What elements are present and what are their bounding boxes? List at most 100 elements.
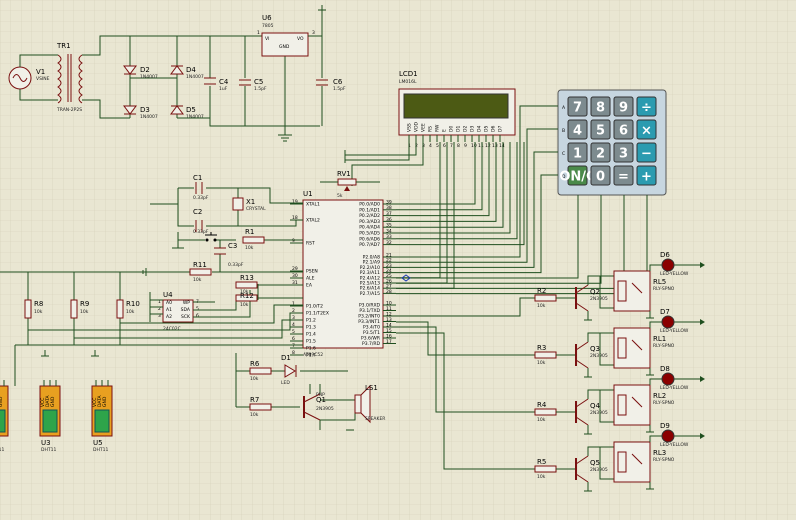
keypad-key[interactable] bbox=[567, 119, 588, 140]
u1-pin-num: 16 bbox=[386, 333, 392, 339]
keypad-key[interactable] bbox=[567, 165, 588, 186]
resistor-r1[interactable]: R1 10k bbox=[242, 228, 265, 251]
v1-ref: V1 bbox=[36, 68, 45, 76]
relay-transistor-ref: Q5 bbox=[590, 459, 600, 467]
relay-led-value: LED-YELLOW bbox=[660, 271, 689, 277]
keypad-key[interactable] bbox=[636, 142, 657, 163]
diode-d3[interactable]: D3 1N4007 bbox=[123, 105, 158, 120]
u4-value: 24C02C bbox=[163, 326, 181, 332]
u1-pin-name: P1.7 bbox=[306, 353, 316, 359]
dht-sensor-u2[interactable]: VCCDATAGNDU2DHT11 bbox=[0, 380, 9, 453]
keypad-key[interactable] bbox=[590, 119, 611, 140]
r13-value: 10k bbox=[240, 289, 249, 295]
u1-pin-name: P1.5 bbox=[306, 339, 316, 345]
keypad-key[interactable] bbox=[590, 165, 611, 186]
dht-pin-label: DATA bbox=[45, 394, 51, 407]
lcd-module[interactable]: LCD1 LM016L VSS1VDD2VEE3RS4RW5E6D07D18D2… bbox=[398, 70, 516, 149]
capacitor-c3[interactable]: C3 0.33pF bbox=[214, 242, 244, 268]
resistor-r11[interactable]: R11 10k bbox=[189, 261, 212, 283]
keypad-key[interactable] bbox=[613, 96, 634, 117]
relay-value: RLY-SPNO bbox=[653, 457, 675, 463]
dht-value: DHT11 bbox=[41, 447, 56, 453]
r1-ref: R1 bbox=[245, 228, 254, 236]
speaker-ls1[interactable]: LS1 SPEAKER bbox=[354, 384, 385, 424]
microcontroller-u1[interactable]: U1 AT89C52 XTAL119XTAL218RST9PSEN29ALE30… bbox=[290, 190, 396, 359]
keypad-key-label: 9 bbox=[619, 101, 628, 116]
keypad-key[interactable] bbox=[613, 119, 634, 140]
resistor-r10[interactable]: R10 10k bbox=[116, 299, 140, 319]
u4-pin-num: 1 bbox=[158, 299, 161, 305]
u4-pin-num: 2 bbox=[158, 306, 161, 312]
relay-led-value: LED-YELLOW bbox=[660, 385, 689, 391]
capacitor-c2[interactable]: C2 0.33pF bbox=[193, 208, 209, 235]
transistor-q1[interactable]: Q1 PNP 2N3905 bbox=[303, 392, 334, 421]
led-d1[interactable]: D1 LED bbox=[281, 354, 297, 386]
u1-pin-num: 30 bbox=[292, 273, 298, 279]
keypad-key[interactable] bbox=[636, 119, 657, 140]
keypad-key[interactable] bbox=[636, 165, 657, 186]
crystal-x1[interactable]: X1 CRYSTAL bbox=[232, 197, 266, 212]
u1-pin-num: 5 bbox=[292, 329, 295, 335]
keypad-key[interactable] bbox=[613, 165, 634, 186]
capacitor-c1[interactable]: C1 0.33pF bbox=[193, 174, 209, 201]
reset-button[interactable] bbox=[205, 232, 217, 242]
r8-value: 10k bbox=[34, 309, 43, 315]
r6-value: 10k bbox=[250, 376, 259, 382]
lcd-pin-number: 10 bbox=[471, 143, 477, 149]
resistor-r13[interactable]: R13 10k bbox=[235, 274, 258, 295]
u1-pin-name: P2.5/A13 bbox=[360, 281, 380, 287]
lcd-pin-number: 11 bbox=[478, 143, 484, 149]
x1-value: CRYSTAL bbox=[246, 206, 266, 212]
resistor-r9[interactable]: R9 10k bbox=[70, 299, 89, 319]
u1-pin-name: P0.4/AD4 bbox=[359, 225, 380, 231]
relay-resistor-value: 10k bbox=[537, 417, 546, 423]
keypad-key[interactable] bbox=[567, 142, 588, 163]
keypad-key[interactable] bbox=[567, 96, 588, 117]
lcd-pin-number: 8 bbox=[457, 143, 460, 149]
capacitor-c4[interactable]: C4 1uF bbox=[204, 77, 229, 92]
u1-pin-num: 8 bbox=[292, 350, 295, 356]
keypad-key[interactable] bbox=[636, 96, 657, 117]
diode-d4[interactable]: D4 1N4007 bbox=[170, 65, 204, 80]
capacitor-c6[interactable]: C6 1.5pF bbox=[316, 78, 346, 92]
resistor-r12[interactable]: R12 10k bbox=[235, 292, 258, 308]
resistor-r7[interactable]: R7 10k bbox=[249, 396, 272, 418]
keypad-key-label: ÷ bbox=[641, 101, 652, 116]
regulator-u6[interactable]: VI VO GND 1 3 U6 7805 bbox=[257, 14, 315, 57]
lcd-pin-number: 12 bbox=[485, 143, 491, 149]
dht-pin-label: GND bbox=[102, 396, 108, 407]
keypad-key[interactable] bbox=[590, 96, 611, 117]
transformer-tr1[interactable]: TR1 TRAN-2P2S bbox=[56, 42, 83, 113]
capacitor-c5[interactable]: C5 1.5pF bbox=[239, 78, 267, 92]
keypad-key[interactable] bbox=[613, 142, 634, 163]
lcd-pin-label: D5 bbox=[484, 126, 490, 132]
lcd-pin-label: RW bbox=[435, 124, 441, 132]
relay-resistor-ref: R5 bbox=[537, 458, 546, 466]
keypad-col-wire bbox=[396, 205, 579, 279]
diode-d5[interactable]: D5 1N4007 bbox=[170, 105, 204, 120]
resistor-r6[interactable]: R6 10k bbox=[249, 360, 272, 382]
lcd1-value: LM016L bbox=[399, 79, 417, 85]
keypad-key-label: − bbox=[641, 147, 652, 162]
keypad-key[interactable] bbox=[590, 142, 611, 163]
diode-d2[interactable]: D2 1N4007 bbox=[123, 65, 158, 80]
resistor-r8[interactable]: R8 10k bbox=[24, 299, 43, 319]
